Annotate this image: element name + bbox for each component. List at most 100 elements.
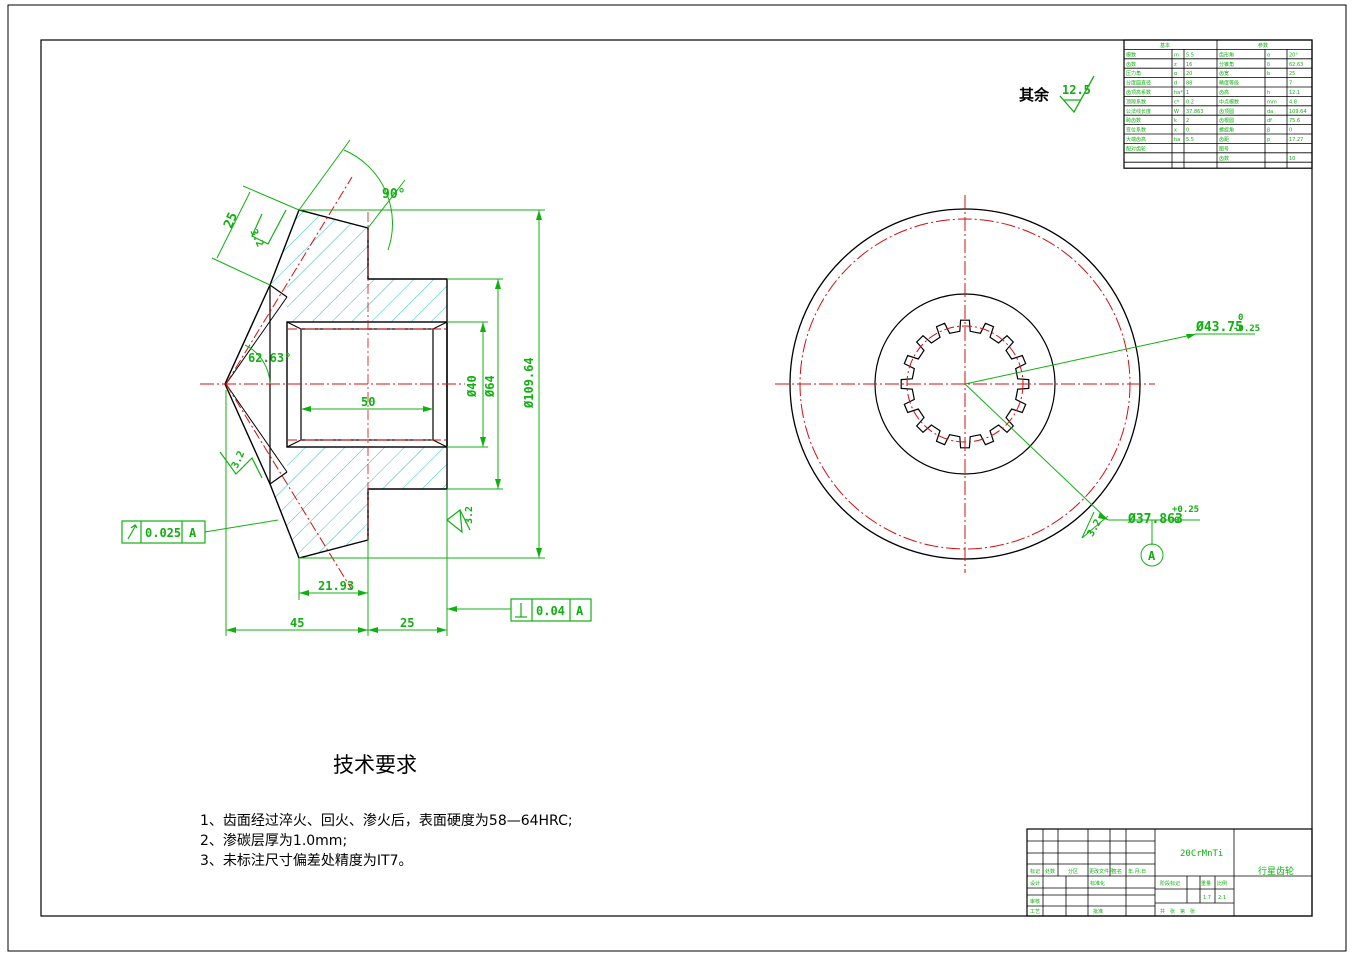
table-cell: 齿数	[1219, 155, 1229, 162]
spline-outer-lower: -0.25	[1233, 324, 1260, 334]
table-cell: δ	[1267, 62, 1270, 68]
table-cell: 齿形角	[1219, 51, 1234, 58]
table-cell: 大端齿高	[1126, 136, 1146, 143]
runout-value: 0.025	[145, 526, 181, 540]
table-cell: h	[1267, 90, 1270, 96]
table-cell: 75.6	[1289, 118, 1300, 124]
tb-sheet: 共 张 第 张	[1160, 908, 1195, 915]
section-hatch-top	[270, 210, 447, 322]
table-cell: 配对齿轮	[1126, 145, 1146, 152]
section-dimensions	[204, 139, 545, 636]
tb-design: 设计	[1030, 880, 1040, 887]
table-cell: 齿数	[1126, 61, 1136, 68]
table-cell: 变位系数	[1126, 127, 1146, 134]
table-cell: 齿高	[1219, 89, 1229, 96]
spline-inner-dia: Ø37.863	[1127, 512, 1183, 527]
tb-review: 审核	[1030, 898, 1040, 905]
runout-frame	[121, 520, 206, 544]
dim-len-25-bottom: 25	[400, 616, 414, 630]
table-cell: 0.2	[1186, 99, 1194, 105]
tb-scale-value: 2:1	[1218, 895, 1226, 901]
table-cell: k	[1174, 118, 1177, 124]
dim-dia-10964: Ø109.64	[522, 357, 536, 409]
table-header: 参数	[1258, 42, 1268, 49]
tech-item-1: 1、齿面经过淬火、回火、渗火后，表面硬度为58—64HRC;	[200, 813, 573, 829]
spline-inner-upper: +0.25	[1172, 505, 1199, 515]
dim-len-2193: 21.93	[318, 579, 354, 593]
dim-dia-64: Ø64	[483, 375, 497, 398]
outer-border	[7, 4, 1347, 952]
perpendicularity-value: 0.04	[536, 604, 565, 618]
table-cell: 中点模数	[1219, 98, 1239, 105]
table-cell: α	[1174, 71, 1178, 77]
dim-len-45: 45	[290, 616, 304, 630]
root-cone-top	[225, 296, 288, 385]
table-cell: 7	[1289, 81, 1292, 87]
table-cell: 10	[1289, 156, 1295, 162]
table-cell: da	[1267, 109, 1273, 115]
section-view	[200, 176, 465, 591]
table-cell: 2	[1186, 118, 1189, 124]
dim-bore-length: 50	[361, 395, 375, 409]
table-cell: 20°	[1289, 52, 1298, 58]
table-cell: x	[1174, 128, 1177, 134]
tb-standardize: 标准化	[1090, 880, 1105, 887]
spline-inner-lower: 0	[1174, 516, 1179, 526]
runout-datum: A	[189, 526, 197, 540]
tb-approve: 批准	[1093, 908, 1103, 915]
table-cell: b	[1267, 71, 1270, 77]
table-cell: 16	[1186, 62, 1192, 68]
roughness-note-label: 其余	[1019, 86, 1050, 104]
table-cell: 12.1	[1289, 90, 1300, 96]
dimension-arrows	[226, 210, 542, 633]
table-cell: 分锥角	[1219, 61, 1234, 68]
section-hatch-bottom	[270, 447, 447, 558]
tb-docno: 更改文件号	[1089, 868, 1114, 875]
tb-weight-value: 1.7	[1203, 895, 1211, 901]
roughness-symbol-bore	[446, 508, 471, 534]
table-cell: 齿顶高系数	[1126, 89, 1151, 96]
table-cell: z	[1174, 62, 1177, 68]
roughness-note-symbol	[1059, 75, 1095, 114]
root-cone-bottom	[225, 383, 288, 473]
material-label: 20CrMnTi	[1180, 849, 1223, 859]
roughness-symbol-top	[251, 209, 287, 245]
table-cell: 精度等级	[1219, 80, 1239, 87]
roughness-value-top: 3.2	[248, 228, 266, 249]
table-cell: mm	[1267, 99, 1277, 105]
table-cell: W	[1174, 109, 1179, 115]
tooth-line-bottom	[269, 471, 288, 485]
table-cell: p	[1267, 137, 1270, 143]
spline-profile	[900, 319, 1030, 449]
table-cell: 5.5	[1186, 52, 1194, 58]
table-cell: 17.27	[1289, 137, 1303, 143]
table-cell: 模数	[1126, 51, 1136, 58]
table-cell: ha*	[1174, 90, 1183, 96]
table-cell: 图号	[1219, 146, 1229, 152]
table-cell: 顶隙系数	[1126, 98, 1146, 105]
pitch-cone-top	[225, 176, 353, 385]
tb-mark: 标记	[1030, 868, 1040, 875]
table-cell: 0	[1186, 128, 1189, 134]
table-cell: d	[1174, 81, 1177, 87]
dim-angle-90: 90°	[382, 187, 405, 202]
table-cell: 88	[1186, 81, 1192, 87]
tb-count: 处数	[1045, 868, 1055, 875]
roughness-value-spline: 3.2	[1086, 518, 1105, 539]
front-dimensions	[964, 333, 1255, 567]
table-cell: 螺旋角	[1219, 127, 1234, 134]
tb-scale: 比例	[1217, 880, 1227, 887]
table-cell: 齿根圆	[1219, 117, 1234, 124]
table-cell: 5.5	[1186, 137, 1194, 143]
table-cell: m	[1174, 52, 1179, 58]
table-cell: 压力角	[1126, 70, 1141, 77]
table-cell: 分度圆直径	[1126, 80, 1151, 87]
table-cell: 公法线长度	[1126, 108, 1151, 115]
table-cell: 25	[1289, 71, 1295, 77]
table-cell: df	[1267, 118, 1272, 124]
datum-a-label: A	[1148, 549, 1156, 563]
roughness-value-bottom: 3.2	[230, 449, 248, 470]
table-cell: β	[1267, 128, 1270, 134]
